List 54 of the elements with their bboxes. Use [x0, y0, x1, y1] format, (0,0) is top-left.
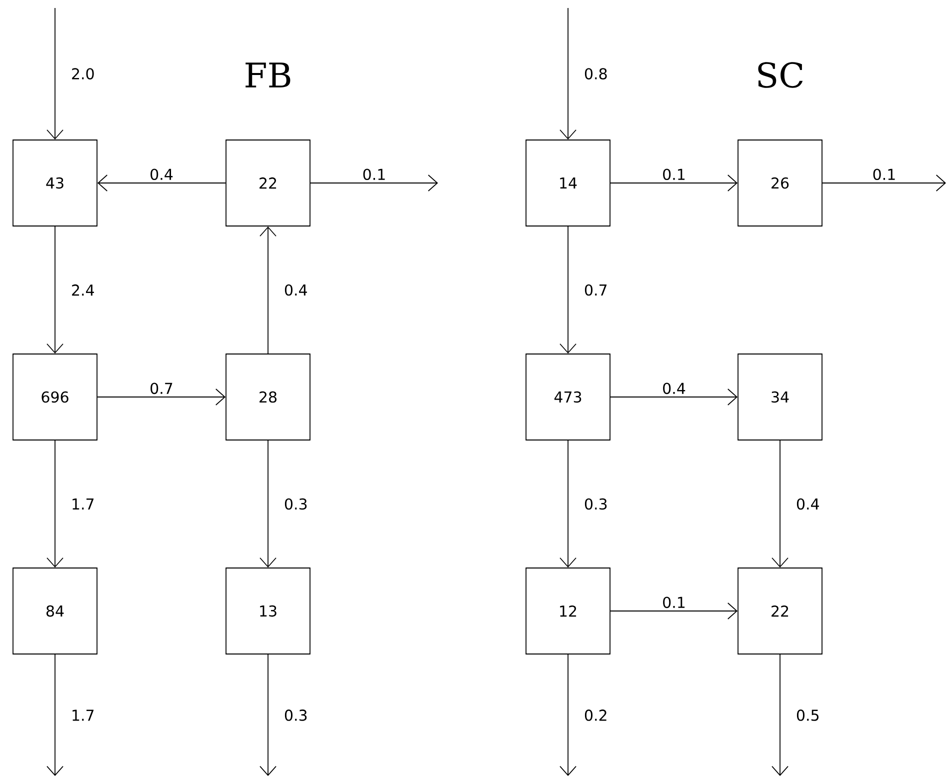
arrow — [560, 440, 576, 568]
flow-value: 0.2 — [582, 708, 610, 722]
arrow — [46, 440, 64, 568]
compartment-box: 14 — [526, 140, 610, 226]
arrow — [97, 174, 226, 192]
arrow — [46, 8, 64, 140]
flow-value: 1.7 — [69, 497, 96, 511]
flow-value: 0.4 — [660, 381, 688, 396]
arrow — [560, 226, 576, 354]
flow-value: 0.3 — [582, 496, 610, 512]
compartment-box: 12 — [526, 568, 610, 654]
flow-value: 0.8 — [582, 66, 610, 81]
arrow — [560, 8, 576, 140]
arrow — [97, 388, 226, 406]
compartment-box: 43 — [12, 140, 98, 226]
arrow — [46, 654, 64, 776]
compartment-box: 696 — [12, 354, 98, 440]
arrow — [610, 388, 738, 406]
flow-value: 0.1 — [870, 167, 898, 182]
arrow — [260, 654, 276, 776]
flow-value: 0.7 — [148, 381, 175, 396]
arrow — [610, 174, 738, 192]
flow-value: 2.0 — [69, 66, 96, 81]
flow-value: 0.7 — [582, 282, 610, 298]
compartment-box: 22 — [738, 568, 822, 654]
flow-value: 0.3 — [282, 708, 310, 722]
flow-value: 0.4 — [794, 496, 822, 512]
compartment-box: 13 — [226, 568, 310, 654]
arrow — [610, 602, 738, 620]
compartment-box: 22 — [226, 140, 310, 226]
compartment-box: 34 — [738, 354, 822, 440]
flow-value: 0.4 — [282, 282, 310, 298]
arrow — [260, 226, 276, 354]
arrow — [560, 654, 576, 776]
panel-title: FB — [246, 62, 290, 88]
arrow — [772, 654, 788, 776]
arrow — [310, 174, 438, 192]
flow-value: 0.1 — [360, 167, 388, 182]
compartment-box: 473 — [526, 354, 610, 440]
flow-value: 1.7 — [69, 708, 96, 722]
flow-value: 0.5 — [794, 708, 822, 722]
flow-value: 0.1 — [660, 167, 688, 182]
flow-value: 0.3 — [282, 496, 310, 512]
arrow — [822, 174, 946, 192]
arrow — [46, 226, 64, 354]
panel-title: SC — [758, 62, 803, 88]
flow-value: 0.1 — [660, 595, 688, 610]
compartment-box: 28 — [226, 354, 310, 440]
flow-value: 0.4 — [148, 167, 175, 182]
flow-value: 2.4 — [69, 282, 96, 298]
arrow — [772, 440, 788, 568]
compartment-box: 26 — [738, 140, 822, 226]
arrow — [260, 440, 276, 568]
compartment-box: 84 — [12, 568, 98, 654]
